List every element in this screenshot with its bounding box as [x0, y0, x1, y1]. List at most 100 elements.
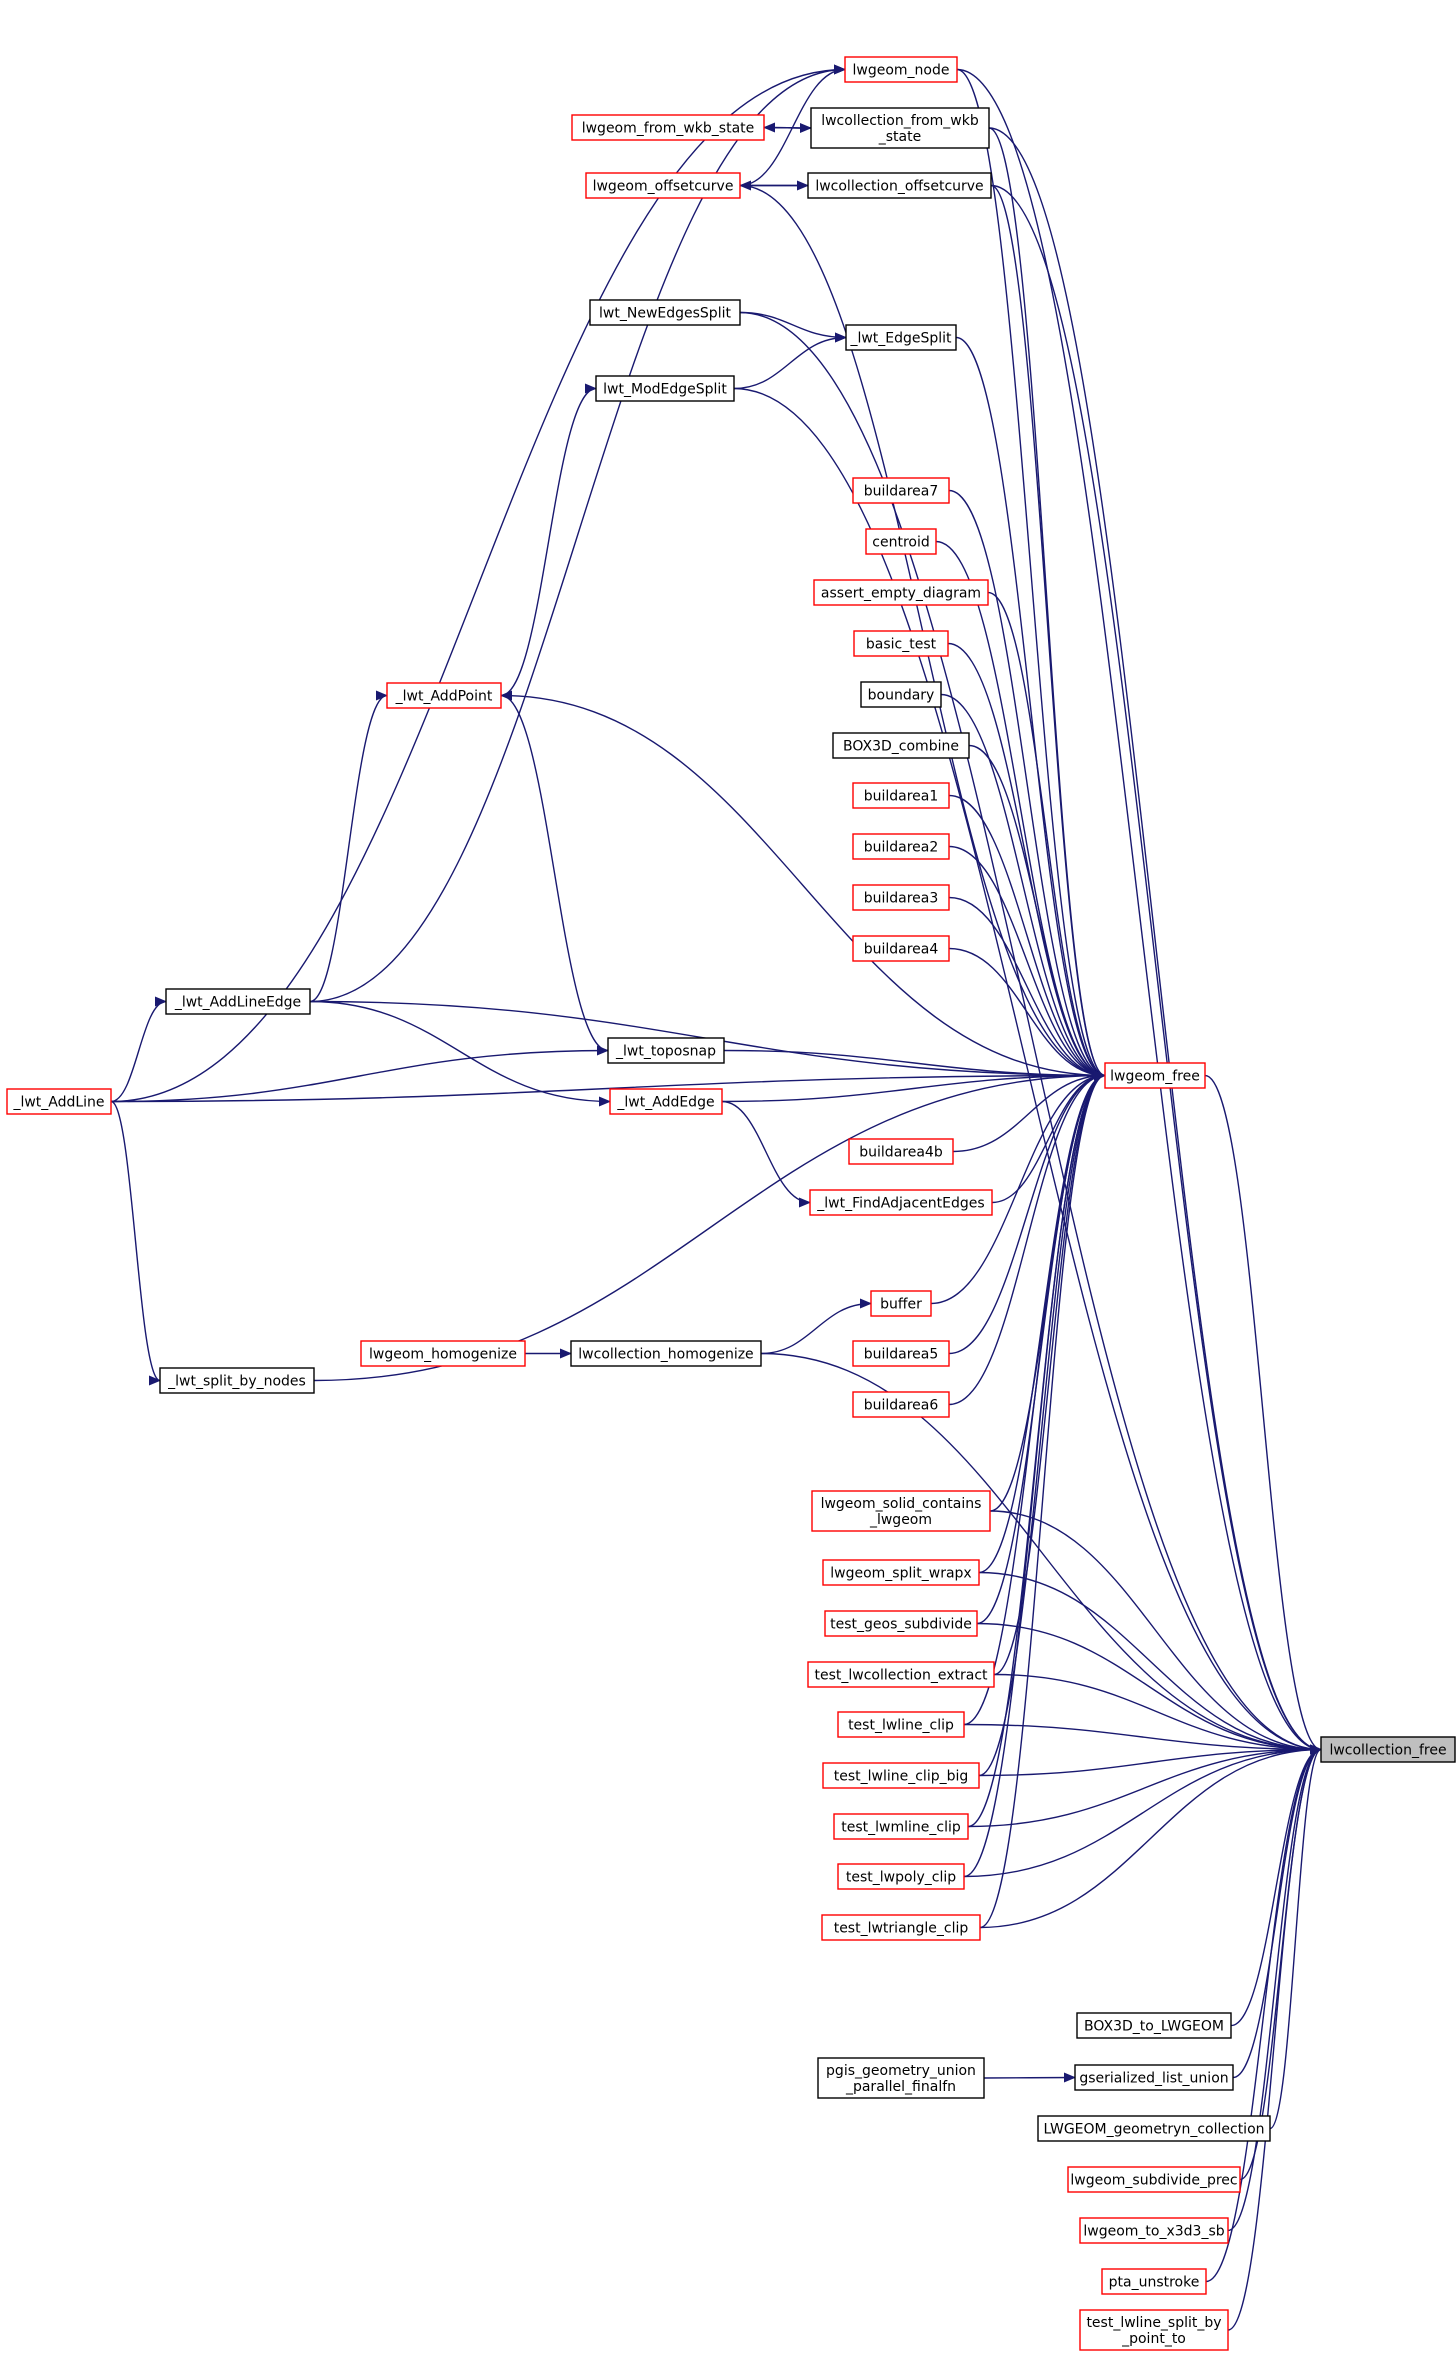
edge-buildarea2-to-lwgeom_free	[948, 845, 1106, 1081]
node-buildarea4b[interactable]: buildarea4b	[848, 1138, 954, 1165]
edge-buildarea3-to-lwgeom_free	[948, 896, 1106, 1081]
edge-line	[978, 1070, 1106, 1777]
edge-line	[760, 1352, 1322, 1755]
node-addpoint[interactable]: _lwt_AddPoint	[386, 682, 502, 709]
node-label: centroid	[872, 535, 929, 551]
edge-line	[990, 184, 1322, 1755]
node-boundary[interactable]: boundary	[860, 681, 942, 708]
edge-to_x3d3-to-root	[1227, 1744, 1322, 2232]
node-addedge[interactable]: _lwt_AddEdge	[609, 1088, 723, 1115]
node-addline[interactable]: _lwt_AddLine	[6, 1088, 112, 1115]
node-edgesplit[interactable]: _lwt_EdgeSplit	[845, 324, 957, 351]
node-lwgeom_node[interactable]: lwgeom_node	[844, 56, 958, 83]
node-lwgeom_free[interactable]: lwgeom_free	[1104, 1062, 1206, 1089]
edge-buildarea7-to-lwgeom_free	[948, 489, 1106, 1081]
edge-line	[739, 311, 1322, 1755]
node-box	[848, 1138, 954, 1165]
edge-newedges-to-root	[739, 311, 1322, 1755]
node-buildarea2[interactable]: buildarea2	[852, 833, 950, 860]
edge-pgis_union-to-gser_union	[983, 2072, 1076, 2083]
node-lwcoll_extract[interactable]: test_lwcollection_extract	[807, 1661, 995, 1688]
node-subdivide_prec[interactable]: lwgeom_subdivide_prec	[1067, 2166, 1241, 2193]
edge-line	[110, 996, 167, 1103]
node-buffer[interactable]: buffer	[870, 1290, 932, 1317]
node-label: test_lwline_clip	[848, 1718, 954, 1734]
node-box3d_combine[interactable]: BOX3D_combine	[832, 732, 970, 759]
edge-box3d_combine-to-lwgeom_free	[968, 744, 1106, 1081]
node-geos_subdivide[interactable]: test_geos_subdivide	[824, 1610, 978, 1637]
edge-line	[110, 1070, 1106, 1103]
node-lwgeom_offset[interactable]: lwgeom_offsetcurve	[585, 172, 741, 199]
node-lwline_clip[interactable]: test_lwline_clip	[837, 1711, 965, 1738]
node-buildarea1[interactable]: buildarea1	[852, 782, 950, 809]
node-label: buildarea5	[864, 1347, 939, 1363]
edge-line	[983, 2072, 1076, 2083]
node-lwgeom_homog[interactable]: lwgeom_homogenize	[360, 1340, 526, 1367]
node-split_by_point[interactable]: test_lwline_split_by_point_to	[1079, 2309, 1229, 2351]
node-assert_empty[interactable]: assert_empty_diagram	[813, 579, 989, 606]
node-label: test_lwmline_clip	[841, 1820, 961, 1836]
node-lwcoll_homog[interactable]: lwcollection_homogenize	[570, 1340, 762, 1367]
edge-line	[110, 1045, 609, 1103]
node-lwtriangle_clip[interactable]: test_lwtriangle_clip	[821, 1914, 981, 1941]
edge-lwgeom_node-to-lwgeom_free	[956, 68, 1106, 1081]
node-split_nodes[interactable]: _lwt_split_by_nodes	[159, 1367, 315, 1394]
node-label: buildarea4b	[859, 1145, 943, 1161]
node-gser_union[interactable]: gserialized_list_union	[1074, 2064, 1234, 2091]
node-to_x3d3[interactable]: lwgeom_to_x3d3_sb	[1079, 2217, 1229, 2244]
node-lwgeom_from_wkb[interactable]: lwgeom_from_wkb_state	[571, 114, 765, 141]
node-box	[807, 172, 992, 199]
node-lwpoly_clip[interactable]: test_lwpoly_clip	[837, 1863, 965, 1890]
edge-modedge-to-edgesplit	[733, 332, 847, 390]
node-solid_contains[interactable]: lwgeom_solid_contains_lwgeom	[811, 1490, 991, 1532]
node-toposnap[interactable]: _lwt_toposnap	[607, 1037, 725, 1064]
node-root[interactable]: lwcollection_free	[1320, 1736, 1456, 1763]
edge-lwcoll_homog-to-buffer	[760, 1298, 872, 1355]
edge-lwmline_clip-to-root	[967, 1744, 1322, 1828]
node-box	[821, 1914, 981, 1941]
node-pta_unstroke[interactable]: pta_unstroke	[1101, 2268, 1207, 2295]
node-box	[852, 1340, 950, 1367]
edge-lwgeom_node-to-root	[956, 68, 1322, 1755]
edge-assert_empty-to-lwgeom_free	[987, 591, 1106, 1081]
edge-line	[760, 1298, 872, 1355]
node-label: lwcollection_from_wkb	[821, 113, 979, 129]
edge-addedge-to-findadj	[721, 1100, 811, 1208]
node-addlineedge[interactable]: _lwt_AddLineEdge	[165, 988, 311, 1015]
edge-addlineedge-to-addpoint	[309, 690, 388, 1003]
node-box3d_to_lwgeom[interactable]: BOX3D_to_LWGEOM	[1076, 2012, 1232, 2039]
node-lwcoll_from_wkb[interactable]: lwcollection_from_wkb_state	[810, 107, 990, 149]
node-box	[595, 375, 735, 402]
node-buildarea3[interactable]: buildarea3	[852, 884, 950, 911]
node-geomn_coll[interactable]: LWGEOM_geometryn_collection	[1037, 2115, 1271, 2142]
node-label: BOX3D_to_LWGEOM	[1084, 2019, 1224, 2035]
node-box	[1079, 2309, 1229, 2351]
node-label: _lwt_FindAdjacentEdges	[816, 1196, 984, 1212]
node-lwmline_clip[interactable]: test_lwmline_clip	[833, 1813, 969, 1840]
node-buildarea7[interactable]: buildarea7	[852, 477, 950, 504]
edge-line	[956, 68, 1322, 1755]
node-box	[844, 56, 958, 83]
node-buildarea6[interactable]: buildarea6	[852, 1391, 950, 1418]
node-buildarea4[interactable]: buildarea4	[852, 935, 950, 962]
node-newedges[interactable]: lwt_NewEdgesSplit	[589, 299, 741, 326]
node-box	[822, 1762, 980, 1789]
node-basic_test[interactable]: basic_test	[853, 630, 949, 657]
node-lwcoll_offset[interactable]: lwcollection_offsetcurve	[807, 172, 992, 199]
node-box	[852, 1391, 950, 1418]
edge-line	[500, 694, 1106, 1081]
node-lwline_clip_big[interactable]: test_lwline_clip_big	[822, 1762, 980, 1789]
node-buildarea5[interactable]: buildarea5	[852, 1340, 950, 1367]
node-label: buildarea3	[864, 891, 939, 907]
node-pgis_union[interactable]: pgis_geometry_union_parallel_finalfn	[817, 2057, 985, 2099]
node-label: lwgeom_homogenize	[369, 1347, 517, 1363]
node-box	[386, 682, 502, 709]
edge-addline-to-lwgeom_free	[110, 1070, 1106, 1103]
node-modedge[interactable]: lwt_ModEdgeSplit	[595, 375, 735, 402]
node-label: _lwt_AddLine	[12, 1095, 104, 1111]
node-box	[589, 299, 741, 326]
node-label: _point_to	[1121, 2331, 1186, 2347]
node-split_wrapx[interactable]: lwgeom_split_wrapx	[822, 1559, 980, 1586]
node-centroid[interactable]: centroid	[865, 528, 937, 555]
node-findadj[interactable]: _lwt_FindAdjacentEdges	[809, 1189, 993, 1216]
